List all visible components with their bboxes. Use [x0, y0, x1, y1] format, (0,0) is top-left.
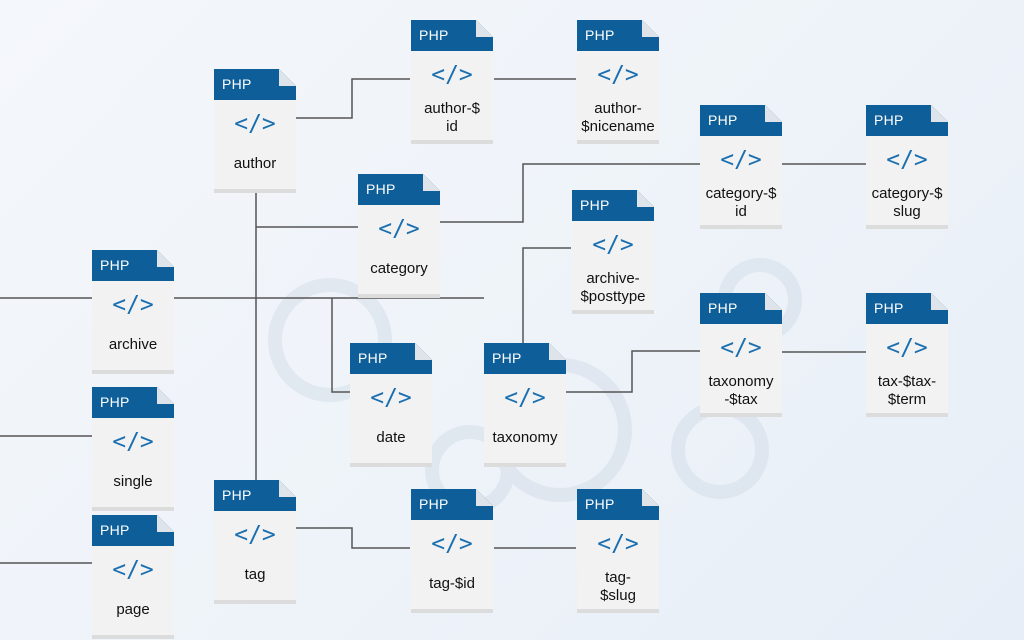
file-label: tag-$slug: [600, 569, 636, 604]
file-label: single: [113, 473, 153, 490]
file-label: category-$id: [705, 185, 777, 220]
php-badge: PHP: [708, 112, 738, 128]
php-badge: PHP: [580, 197, 610, 213]
file-tag[interactable]: PHP </> tag: [214, 480, 296, 604]
code-icon: </>: [720, 335, 762, 361]
file-label: tag: [244, 566, 266, 583]
file-label: category-$slug: [871, 185, 943, 220]
code-icon: </>: [112, 292, 154, 318]
file-taxonomy-tax[interactable]: PHP </> taxonomy-$tax: [700, 293, 782, 417]
file-single[interactable]: PHP </> single: [92, 387, 174, 511]
php-badge: PHP: [358, 350, 388, 366]
php-badge: PHP: [874, 300, 904, 316]
file-label: taxonomy: [492, 429, 558, 446]
code-icon: </>: [234, 111, 276, 137]
code-icon: </>: [720, 147, 762, 173]
code-icon: </>: [370, 385, 412, 411]
file-label: archive: [108, 336, 158, 353]
file-label: tag-$id: [429, 575, 475, 592]
code-icon: </>: [378, 216, 420, 242]
code-icon: </>: [431, 531, 473, 557]
line-author-authorid: [294, 78, 410, 119]
code-icon: </>: [597, 62, 639, 88]
code-icon: </>: [886, 335, 928, 361]
code-icon: </>: [886, 147, 928, 173]
file-taxonomy[interactable]: PHP </> taxonomy: [484, 343, 566, 467]
php-badge: PHP: [874, 112, 904, 128]
file-category[interactable]: PHP </> category: [358, 174, 440, 298]
code-icon: </>: [592, 232, 634, 258]
php-badge: PHP: [366, 181, 396, 197]
line-trunk-date: [331, 298, 350, 393]
php-badge: PHP: [100, 257, 130, 273]
file-label: page: [116, 601, 150, 618]
code-icon: </>: [112, 557, 154, 583]
file-tax-term[interactable]: PHP </> tax-$tax-$term: [866, 293, 948, 417]
file-category-slug[interactable]: PHP </> category-$slug: [866, 105, 948, 229]
php-badge: PHP: [222, 487, 252, 503]
file-page[interactable]: PHP </> page: [92, 515, 174, 639]
php-badge: PHP: [100, 522, 130, 538]
php-badge: PHP: [222, 76, 252, 92]
file-author-nicename[interactable]: PHP </> author-$nicename: [577, 20, 659, 144]
php-badge: PHP: [100, 394, 130, 410]
file-label: tax-$tax-$term: [877, 373, 937, 408]
php-badge: PHP: [708, 300, 738, 316]
line-tag-tagid: [293, 527, 410, 549]
file-label: archive-$posttype: [580, 270, 646, 305]
php-badge: PHP: [585, 27, 615, 43]
code-icon: </>: [112, 429, 154, 455]
line-category-categoryid: [437, 163, 700, 223]
php-badge: PHP: [419, 496, 449, 512]
file-author[interactable]: PHP </> author: [214, 69, 296, 193]
file-label: taxonomy-$tax: [708, 373, 774, 408]
file-archive-posttype[interactable]: PHP </> archive-$posttype: [572, 190, 654, 314]
file-category-id[interactable]: PHP </> category-$id: [700, 105, 782, 229]
line-taxonomy-taxtax: [565, 350, 700, 393]
line-archive-posttype: [522, 247, 571, 298]
code-icon: </>: [504, 385, 546, 411]
file-archive[interactable]: PHP </> archive: [92, 250, 174, 374]
file-tag-id[interactable]: PHP </> tag-$id: [411, 489, 493, 613]
file-label: author-$nicename: [581, 100, 655, 135]
file-label: author-$id: [424, 100, 480, 135]
code-icon: </>: [431, 62, 473, 88]
file-tag-slug[interactable]: PHP </> tag-$slug: [577, 489, 659, 613]
file-date[interactable]: PHP </> date: [350, 343, 432, 467]
php-badge: PHP: [492, 350, 522, 366]
file-label: date: [376, 429, 406, 446]
file-author-id[interactable]: PHP </> author-$id: [411, 20, 493, 144]
file-label: category: [370, 260, 428, 277]
php-badge: PHP: [419, 27, 449, 43]
code-icon: </>: [234, 522, 276, 548]
php-badge: PHP: [585, 496, 615, 512]
file-label: author: [233, 155, 277, 172]
code-icon: </>: [597, 531, 639, 557]
